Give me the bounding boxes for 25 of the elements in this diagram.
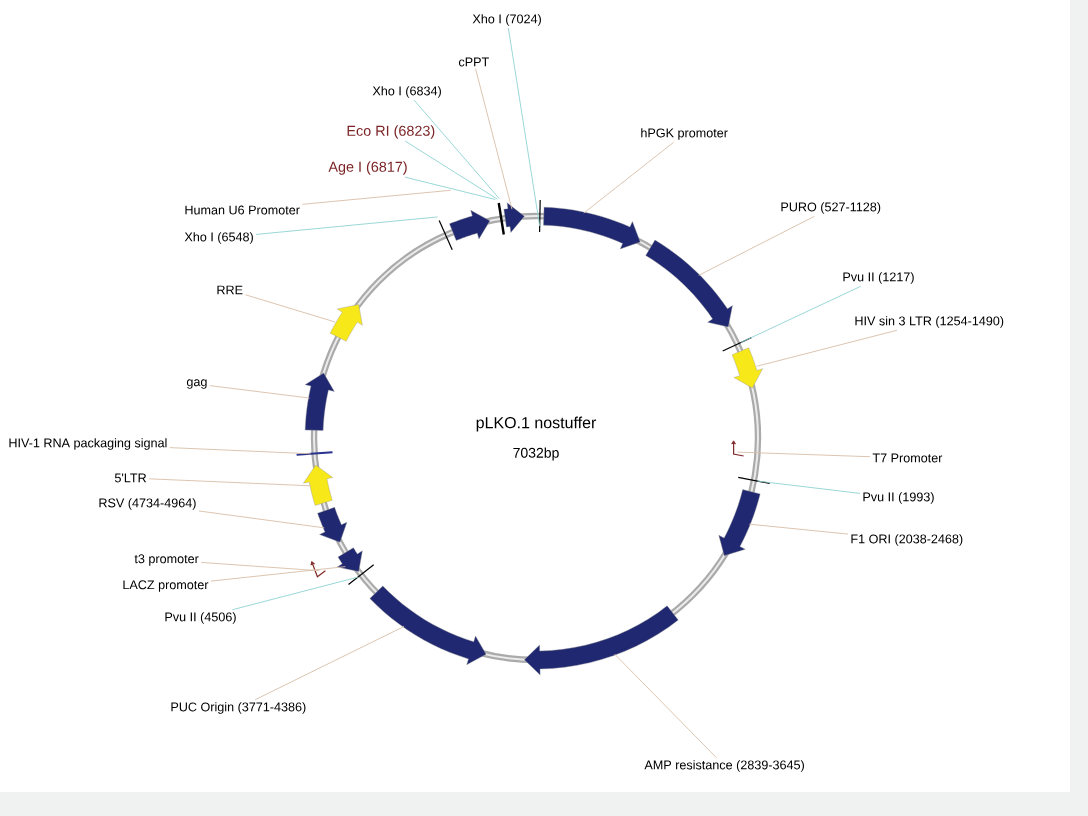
leader-line xyxy=(583,141,675,214)
leader-line xyxy=(614,653,717,759)
plasmid-name: pLKO.1 nostuffer xyxy=(476,416,597,432)
leader-line xyxy=(255,216,438,235)
leader-line xyxy=(737,451,871,458)
leader-line xyxy=(301,189,452,205)
leader-line xyxy=(200,561,320,572)
leader-line xyxy=(740,285,862,343)
leader-line xyxy=(231,576,359,611)
leader-line xyxy=(404,140,498,200)
leader-line xyxy=(698,215,815,276)
leader-line xyxy=(198,510,325,529)
leader-line xyxy=(210,566,346,582)
leader-line xyxy=(244,294,336,323)
leader-line xyxy=(254,625,405,701)
leader-line xyxy=(209,385,310,399)
leader-line xyxy=(169,447,311,455)
leader-line xyxy=(748,523,849,535)
leader-line xyxy=(404,176,496,200)
leader-line xyxy=(757,480,861,494)
leader-line xyxy=(148,478,312,487)
leader-line xyxy=(413,99,500,200)
leader-line xyxy=(475,68,513,210)
leader-line xyxy=(756,329,898,367)
leader-line xyxy=(507,27,541,227)
